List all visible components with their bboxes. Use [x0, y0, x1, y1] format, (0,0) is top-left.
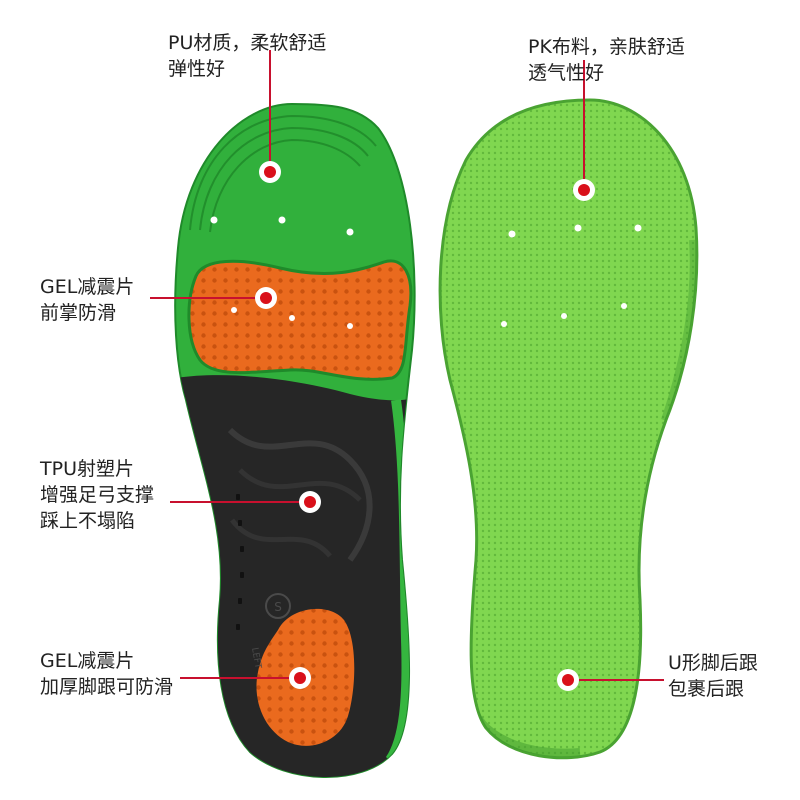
callout-pk: PK布料，亲肤舒适 透气性好 [528, 34, 685, 86]
size-mark: S [274, 600, 282, 614]
callout-gel-heel: GEL减震片 加厚脚跟可防滑 [40, 648, 173, 700]
marker-gel-heel [289, 667, 311, 689]
callout-markers [255, 161, 595, 691]
callout-gel-heel-line-2: 加厚脚跟可防滑 [40, 676, 174, 698]
callout-gel-forefoot: GEL减震片 前掌防滑 [40, 274, 134, 326]
callout-pu: PU材质，柔软舒适 弹性好 [168, 30, 326, 82]
leader-lines [150, 50, 664, 681]
callout-gel-heel-line-1: GEL减震片 [40, 650, 135, 672]
tpu-arch-shell [176, 375, 415, 778]
marker-pu [259, 161, 281, 183]
side-mark: LEFT [249, 647, 263, 670]
callout-pk-line-2: 透气性好 [528, 62, 605, 84]
left-insole: S LEFT [174, 102, 416, 778]
forefoot-gel-pad [187, 259, 413, 381]
right-insole [438, 98, 699, 760]
callout-gel-forefoot-line-1: GEL减震片 [40, 276, 135, 298]
callout-u-heel-line-2: 包裹后跟 [668, 678, 745, 700]
marker-pk [573, 179, 595, 201]
right-perforations [501, 224, 642, 327]
callout-u-heel-line-1: U形脚后跟 [668, 652, 758, 674]
left-perforations [210, 216, 354, 329]
right-insole-body [438, 98, 699, 760]
callout-gel-forefoot-line-2: 前掌防滑 [40, 302, 117, 324]
callout-u-heel: U形脚后跟 包裹后跟 [668, 650, 758, 702]
callout-tpu-line-1: TPU射塑片 [40, 458, 134, 480]
marker-gel-fore [255, 287, 277, 309]
callout-pk-line-1: PK布料，亲肤舒适 [528, 36, 685, 58]
callout-tpu: TPU射塑片 增强足弓支撑 踩上不塌陷 [40, 456, 154, 534]
marker-u-heel [557, 669, 579, 691]
callout-tpu-line-3: 踩上不塌陷 [40, 510, 136, 532]
marker-tpu [299, 491, 321, 513]
callout-pu-line-1: PU材质，柔软舒适 [168, 32, 327, 54]
callout-pu-line-2: 弹性好 [168, 58, 226, 80]
callout-tpu-line-2: 增强足弓支撑 [40, 484, 155, 506]
